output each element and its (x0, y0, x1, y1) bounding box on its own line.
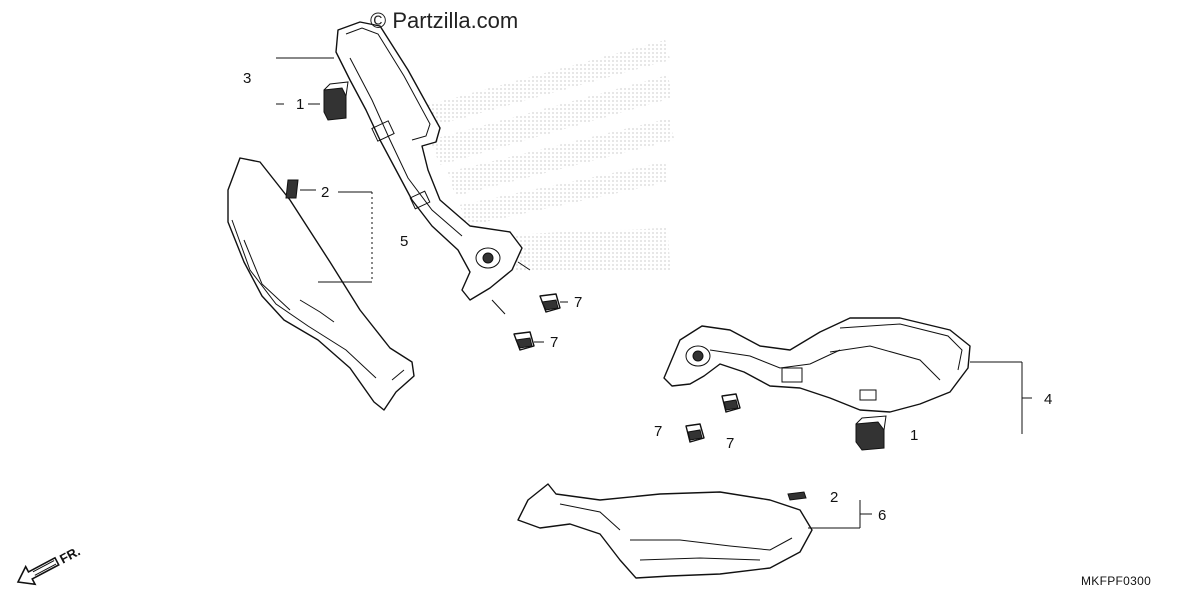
callout-1-upper: 1 (296, 96, 304, 113)
callout-1-lower: 1 (910, 427, 918, 444)
seal-part-2-lower (787, 491, 807, 501)
nut-part-7-a (539, 293, 561, 313)
fr-label: FR. (57, 543, 83, 566)
partzilla-watermark: © Partzilla.com (370, 8, 519, 33)
callout-7-a: 7 (574, 294, 582, 311)
wing-logo-watermark (410, 40, 674, 272)
callout-3: 3 (243, 70, 251, 87)
callout-4: 4 (1044, 391, 1052, 408)
mirror-housing-right (663, 317, 971, 413)
nut-part-7-c (685, 423, 705, 443)
pad-part-1-lower (855, 415, 887, 451)
mirror-cover-right (517, 483, 813, 579)
nut-part-7-d (721, 393, 741, 413)
callout-5: 5 (400, 233, 408, 250)
fr-arrow-icon: FR. (16, 543, 83, 586)
leader-lines (276, 57, 1032, 529)
callout-2-upper: 2 (321, 184, 329, 201)
callout-7-b: 7 (550, 334, 558, 351)
mirror-housing-upper (335, 21, 531, 315)
diagram-code: MKFPF0300 (1081, 574, 1152, 588)
pad-part-1-upper (323, 81, 349, 121)
seal-part-2-upper (285, 179, 299, 199)
nut-part-7-b (513, 331, 535, 351)
callout-7-d: 7 (726, 435, 734, 452)
callout-2-lower: 2 (830, 489, 838, 506)
callout-7-c: 7 (654, 423, 662, 440)
callout-6: 6 (878, 507, 886, 524)
callout-labels: 3 1 2 5 7 7 4 1 7 7 2 6 (243, 70, 1052, 524)
mirror-cover-left (227, 157, 415, 411)
